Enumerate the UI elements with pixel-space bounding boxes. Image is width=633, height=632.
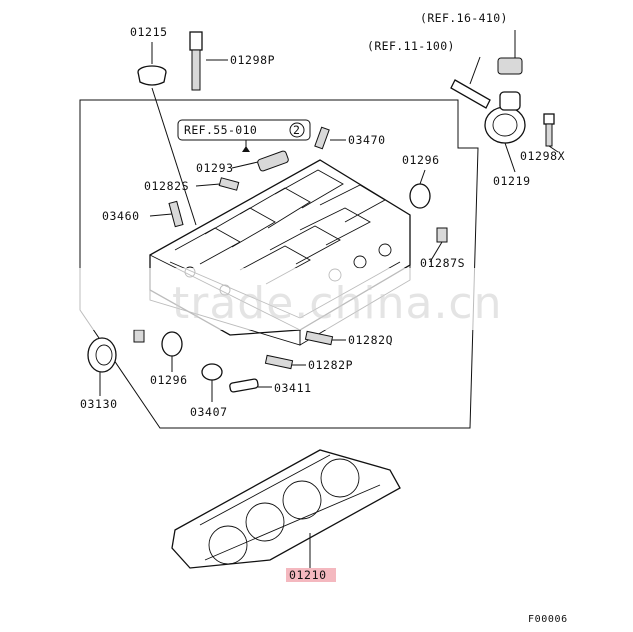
part-01215-cap [137, 42, 167, 86]
figure-code: F00006 [528, 614, 568, 625]
ref-11-100-hose [450, 56, 491, 109]
label-01215: 01215 [130, 25, 168, 39]
label-01298x: 01298X [520, 149, 565, 163]
ref-55-010-box [177, 119, 311, 152]
label-01282s: 01282S [144, 179, 189, 193]
part-01298x-bolt [543, 113, 559, 153]
part-03407 [201, 363, 223, 402]
label-ref-55-010-number: 2 [293, 123, 300, 137]
watermark-band [0, 268, 633, 330]
label-03411: 03411 [274, 381, 312, 395]
label-01293: 01293 [196, 161, 234, 175]
part-01210-head-gasket [171, 449, 401, 569]
label-01282p: 01282P [308, 358, 353, 372]
label-03470: 03470 [348, 133, 386, 147]
part-03130-oil-seal [87, 337, 117, 396]
part-01293 [231, 150, 289, 172]
label-01210-highlight [286, 568, 336, 582]
label-ref-16-410: (REF.16-410) [420, 11, 508, 25]
part-small-plug [133, 329, 145, 343]
label-01287s: 01287S [420, 256, 465, 270]
label-ref-55-010: REF.55-010 [184, 123, 257, 137]
part-01282s [195, 177, 240, 191]
label-01296-bottom: 01296 [150, 373, 188, 387]
ref-16-410-sensor [497, 30, 523, 75]
part-01287s [429, 227, 448, 263]
label-03407: 03407 [190, 405, 228, 419]
part-03411 [229, 378, 272, 393]
label-03460: 03460 [102, 209, 140, 223]
label-01298p: 01298P [230, 53, 275, 67]
label-01210: 01210 [289, 568, 327, 582]
part-01296-top-plug [409, 169, 431, 209]
watermark-text: trade.china.cn [172, 278, 503, 329]
part-01298p-bolt [189, 31, 228, 91]
part-01296-bottom-plug [161, 331, 183, 372]
label-03130: 03130 [80, 397, 118, 411]
part-03470 [314, 126, 346, 150]
part-01219-housing [484, 91, 526, 173]
part-01282p [264, 354, 306, 370]
label-01219: 01219 [493, 174, 531, 188]
part-01282q [304, 330, 346, 346]
part-03460 [149, 200, 184, 228]
label-ref-11-100: (REF.11-100) [367, 39, 455, 53]
label-01282q: 01282Q [348, 333, 393, 347]
label-01296-top: 01296 [402, 153, 440, 167]
